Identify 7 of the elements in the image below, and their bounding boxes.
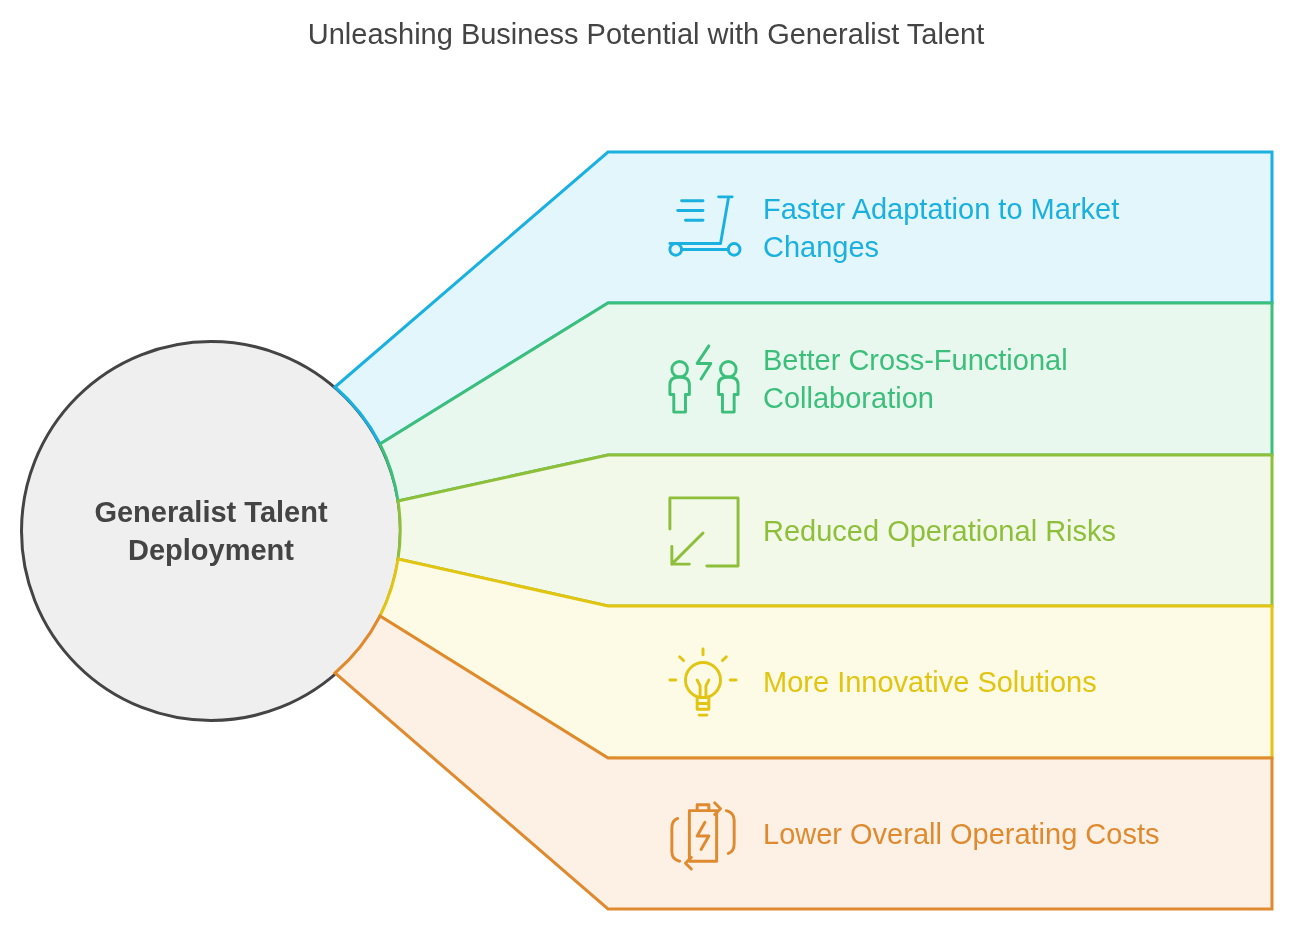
band-label: Faster Adaptation to Market Changes [763, 191, 1121, 265]
band-label: Reduced Operational Risks [763, 513, 1117, 549]
node-label: Generalist Talent Deployment [93, 495, 329, 568]
band-label: Better Cross-Functional Collaboration [763, 343, 1069, 416]
band-label: Lower Overall Operating Costs [763, 816, 1161, 852]
diagram-title: Unleashing Business Potential with Generalist Talent [306, 18, 986, 51]
band-label: More Innovative Solutions [763, 665, 1098, 700]
